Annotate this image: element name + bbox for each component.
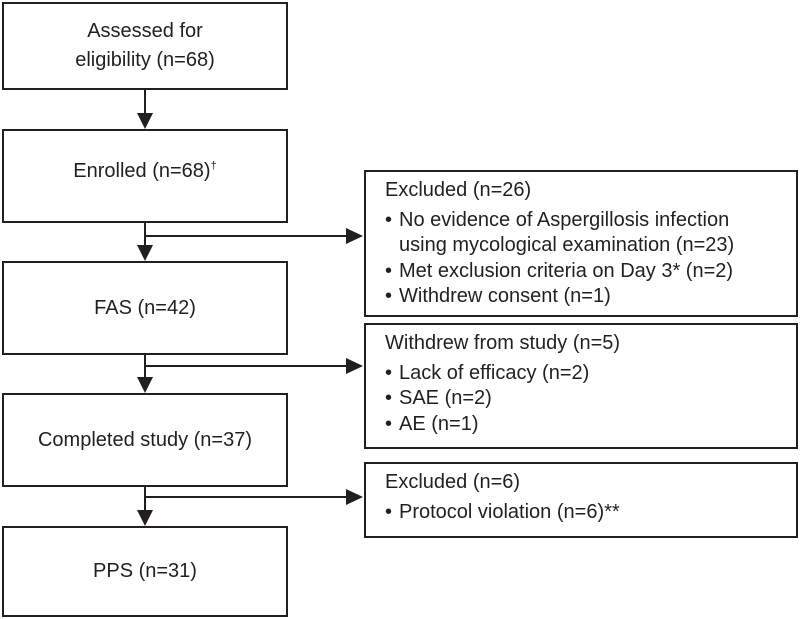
list-item: • Withdrew consent (n=1): [385, 284, 796, 310]
bullet: •: [385, 259, 393, 282]
excluded-1-item-2: Met exclusion criteria on Day 3* (n=2): [399, 259, 734, 282]
assessed-line2: eligibility (n=68): [75, 49, 215, 71]
list-item: • SAE (n=2): [385, 386, 796, 412]
list-item: • Lack of efficacy (n=2): [385, 361, 796, 387]
arrowhead-enrolled: [137, 113, 153, 129]
list-item: • Protocol violation (n=6)**: [385, 500, 796, 526]
fas-label: FAS (n=42): [94, 296, 196, 319]
bullet: •: [385, 208, 393, 231]
excluded-1-heading: Excluded (n=26): [385, 179, 532, 201]
pps-box: PPS (n=31): [2, 526, 288, 617]
arrowhead-withdrew: [346, 358, 363, 374]
bullet: •: [385, 387, 393, 409]
excluded-box-2: Excluded (n=6) • Protocol violation (n=6…: [364, 462, 798, 538]
excluded-1-item-3: Withdrew consent (n=1): [399, 285, 611, 307]
enrolled-label: Enrolled (n=68): [73, 159, 211, 182]
arrowhead-excluded-1: [346, 228, 363, 244]
arrowhead-pps: [137, 510, 153, 526]
withdrew-list: • Lack of efficacy (n=2) • SAE (n=2) • A…: [385, 361, 796, 438]
excluded-1-item-1-line1: No evidence of Aspergillosis infection: [399, 208, 730, 231]
arrowhead-completed: [137, 377, 153, 393]
excluded-2-item-1: Protocol violation (n=6)**: [399, 500, 620, 523]
assessed-line1: Assessed for: [87, 20, 203, 42]
arrowhead-excluded-2: [346, 489, 363, 505]
enrolled-dagger: †: [210, 159, 217, 172]
bullet: •: [385, 500, 393, 523]
withdrew-heading: Withdrew from study (n=5): [385, 332, 621, 354]
bullet: •: [385, 285, 393, 307]
pps-label: PPS (n=31): [93, 560, 197, 582]
bullet: •: [385, 412, 393, 435]
list-item: • Met exclusion criteria on Day 3* (n=2): [385, 259, 796, 285]
excluded-1-item-1-line2: using mycological examination (n=23): [399, 234, 735, 256]
withdrew-box: Withdrew from study (n=5) • Lack of effi…: [364, 323, 798, 449]
arrowhead-fas: [137, 245, 153, 261]
withdrew-item-2: SAE (n=2): [399, 387, 492, 409]
list-item: • No evidence of Aspergillosis infection…: [385, 208, 796, 259]
excluded-2-list: • Protocol violation (n=6)**: [385, 500, 796, 526]
completed-label: Completed study (n=37): [37, 428, 252, 451]
excluded-1-list: • No evidence of Aspergillosis infection…: [385, 208, 796, 310]
enrolled-box: Enrolled (n=68)†: [2, 129, 288, 223]
completed-box: Completed study (n=37): [2, 393, 288, 487]
bullet: •: [385, 361, 393, 384]
withdrew-item-1: Lack of efficacy (n=2): [399, 361, 590, 384]
excluded-box-1: Excluded (n=26) • No evidence of Aspergi…: [364, 170, 798, 317]
fas-box: FAS (n=42): [2, 261, 288, 355]
list-item: • AE (n=1): [385, 412, 796, 438]
withdrew-item-3: AE (n=1): [399, 412, 479, 435]
excluded-2-heading: Excluded (n=6): [385, 471, 521, 493]
assessed-box: Assessed for eligibility (n=68): [2, 2, 288, 90]
